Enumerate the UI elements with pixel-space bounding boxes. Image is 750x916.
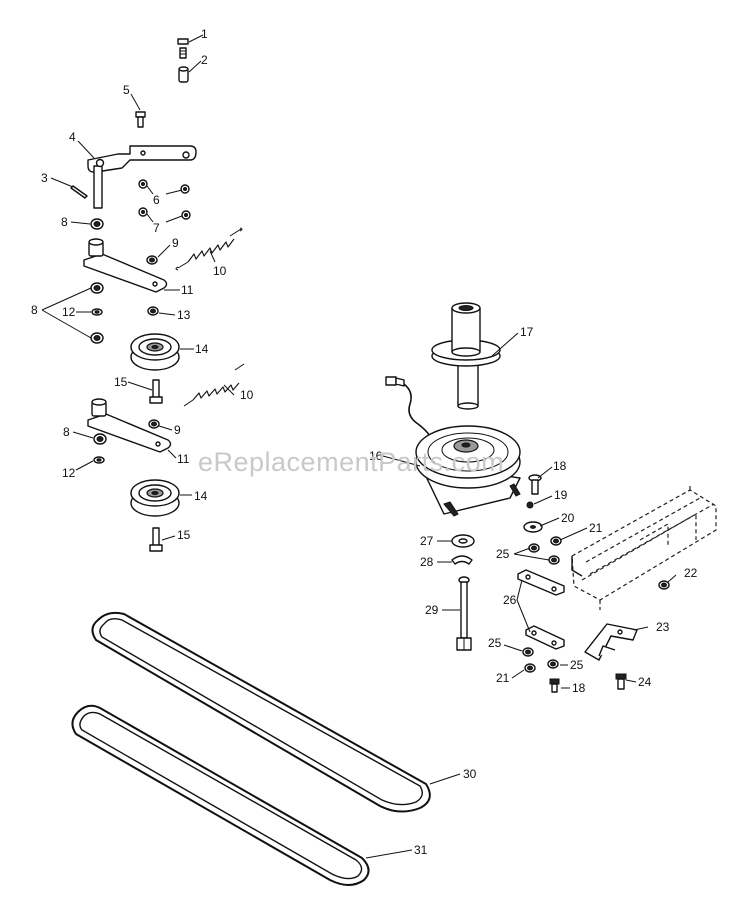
- part-belt-30: [91, 611, 431, 813]
- callout-20: 20: [561, 511, 575, 525]
- callout-27: 27: [420, 534, 434, 548]
- callout-6: 6: [153, 193, 160, 207]
- part-bracket-23: [584, 623, 638, 661]
- callout-4: 4: [69, 130, 76, 144]
- callout-3: 3: [41, 171, 48, 185]
- callout-10-lower: 10: [240, 388, 254, 402]
- callout-24: 24: [638, 675, 652, 689]
- part-nut-19: [526, 501, 534, 509]
- part-spring-10-lower: [183, 363, 245, 407]
- callout-16: 16: [369, 449, 383, 463]
- callout-9-lower: 9: [174, 423, 181, 437]
- part-spring-10-top: [175, 227, 243, 271]
- part-nuts-7: [138, 207, 191, 220]
- callout-9-top: 9: [172, 236, 179, 250]
- callout-22: 22: [684, 566, 698, 580]
- callout-13: 13: [177, 308, 191, 322]
- callout-31: 31: [414, 843, 428, 857]
- callout-11-top: 11: [181, 283, 194, 297]
- part-plates-26: [517, 569, 565, 650]
- callout-15-top: 15: [114, 375, 128, 389]
- part-pin-3: [70, 185, 88, 199]
- callout-28: 28: [420, 555, 434, 569]
- callout-15-lower: 15: [177, 528, 191, 542]
- part-nut-9-lower: [148, 419, 160, 429]
- callout-7: 7: [153, 221, 160, 235]
- part-spindle-17: [431, 302, 501, 410]
- part-bolt-15-top: [149, 379, 163, 404]
- part-idler-arm-4: [87, 145, 197, 209]
- callout-5: 5: [123, 83, 130, 97]
- callout-18-top: 18: [553, 459, 567, 473]
- callout-14-lower: 14: [194, 489, 208, 503]
- callout-8-lower: 8: [63, 425, 70, 439]
- part-pulley-14-top: [130, 333, 180, 371]
- callout-labels: 1 2 3 4 5 6 7 8 9 10 11 8 12 13 14 15 10…: [31, 27, 698, 857]
- callout-12-lower: 12: [62, 466, 76, 480]
- part-nut-22: [658, 580, 670, 590]
- callout-10-top: 10: [213, 264, 227, 278]
- callout-26: 26: [503, 593, 517, 607]
- part-nut-8-lower: [93, 433, 107, 445]
- callout-25-right: 25: [570, 658, 584, 672]
- callout-1: 1: [201, 27, 208, 41]
- part-nut-13: [147, 306, 159, 316]
- part-clip-28: [451, 555, 473, 565]
- callout-12-top: 12: [62, 305, 76, 319]
- part-bracket-11-top: [83, 238, 168, 293]
- part-bracket-11-lower: [87, 398, 172, 453]
- callout-14-top: 14: [195, 342, 209, 356]
- callout-21-bottom: 21: [496, 671, 510, 685]
- callout-29: 29: [425, 603, 439, 617]
- part-bolt-1: [177, 38, 189, 59]
- part-washer-12-lower: [93, 456, 105, 464]
- callout-25-top: 25: [496, 547, 510, 561]
- callout-25-left: 25: [488, 636, 502, 650]
- callout-19: 19: [554, 488, 568, 502]
- watermark-text: eReplacementParts.com: [198, 447, 504, 477]
- part-washer-27: [451, 534, 475, 548]
- part-washer-12-top: [91, 308, 103, 316]
- callout-23: 23: [656, 620, 670, 634]
- part-pulley-14-lower: [130, 479, 180, 517]
- part-belt-31: [71, 704, 370, 886]
- callout-21-top: 21: [589, 521, 603, 535]
- callout-8-top: 8: [61, 215, 68, 229]
- part-bolt-15-lower: [149, 527, 163, 552]
- part-fasteners-bottom: [522, 647, 560, 693]
- callout-2: 2: [201, 53, 208, 67]
- part-clutch-wire: [385, 376, 431, 437]
- leader-lines: [41, 34, 677, 859]
- part-nut-8-top: [90, 218, 104, 230]
- part-bolt-5: [135, 111, 146, 128]
- part-bolt-24: [615, 673, 627, 690]
- callout-30: 30: [463, 767, 477, 781]
- part-nut-9-top: [146, 255, 158, 265]
- part-nuts-6: [138, 179, 190, 194]
- part-frame-dashed: [571, 484, 717, 610]
- part-spacer-2: [178, 66, 189, 83]
- part-nuts-25-top: [528, 543, 560, 565]
- part-clutch-16: [415, 425, 521, 517]
- part-nut-21-top: [550, 536, 562, 546]
- part-bolt-18-top: [528, 474, 542, 495]
- callout-17: 17: [520, 325, 534, 339]
- part-washer-20: [523, 521, 543, 533]
- part-nuts-8-mid: [90, 282, 104, 344]
- part-bolt-29: [456, 576, 472, 651]
- callout-8-mid: 8: [31, 303, 38, 317]
- callout-18-bottom: 18: [572, 681, 586, 695]
- callout-11-lower: 11: [177, 452, 190, 466]
